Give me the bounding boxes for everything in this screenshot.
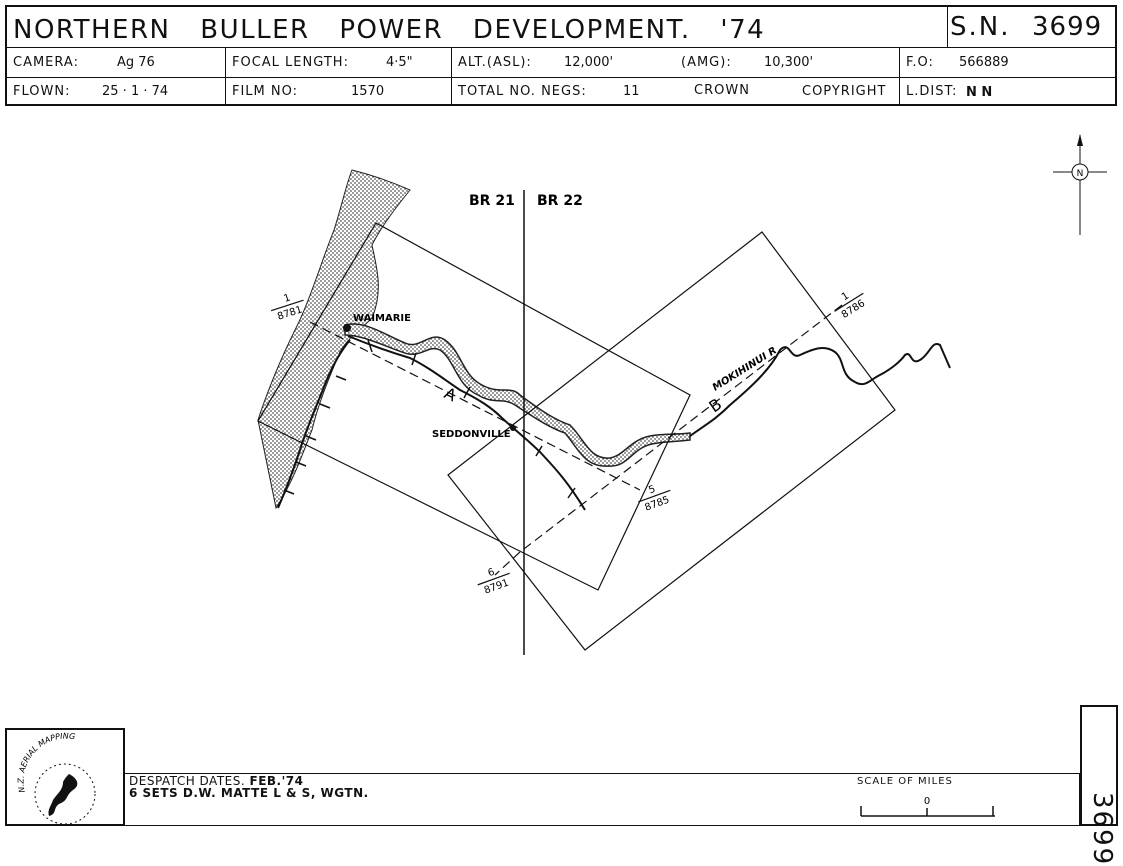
camera-cell: CAMERA: Ag 76 xyxy=(7,47,225,77)
ldist-value: N N xyxy=(966,85,993,100)
scale-title: SCALE OF MILES xyxy=(857,776,953,787)
flight-run-b xyxy=(494,304,843,576)
flown-cell: FLOWN: 25 · 1 · 74 xyxy=(7,77,225,106)
road-coast xyxy=(347,335,586,511)
frame-label-1-8786: 1 8786 xyxy=(834,290,867,321)
despatch-strip xyxy=(5,773,1080,826)
svg-text:N: N xyxy=(1077,169,1084,179)
frame-label-5-8785: 5 8785 xyxy=(638,484,671,514)
svg-text:8791: 8791 xyxy=(483,578,511,597)
flown-label: FLOWN: xyxy=(13,84,71,99)
focal-length-value: 4·5" xyxy=(386,55,413,70)
focal-length-label: FOCAL LENGTH: xyxy=(232,55,349,70)
sheet-label-br22: BR 22 xyxy=(537,193,583,209)
ldist-label: L.DIST: xyxy=(906,84,958,99)
altitude-asl-label: ALT.(ASL): xyxy=(458,55,532,70)
fo-label: F.O: xyxy=(906,55,934,70)
fo-value: 566889 xyxy=(959,55,1009,70)
film-value: 1570 xyxy=(351,84,385,99)
flight-plan-map: BR 21 BR 22 A B WAIMARIE SEDDONVILLE MOK… xyxy=(257,134,1107,655)
film-cell: FILM NO: 1570 xyxy=(225,77,452,106)
coastline-strip xyxy=(257,169,411,510)
company-logo: N.Z. AERIAL MAPPING xyxy=(5,728,125,826)
flight-run-a xyxy=(309,321,641,491)
svg-text:5: 5 xyxy=(647,484,657,497)
negs-label: TOTAL NO. NEGS: xyxy=(458,84,587,99)
despatch-dates-label: DESPATCH DATES. xyxy=(129,774,246,788)
altitude-asl-value: 12,000' xyxy=(564,55,614,70)
place-label-waimarie: WAIMARIE xyxy=(353,313,411,324)
mokihinui-river xyxy=(689,342,951,437)
svg-text:8785: 8785 xyxy=(643,495,671,514)
focal-length-cell: FOCAL LENGTH: 4·5" xyxy=(225,47,452,77)
flown-value: 25 · 1 · 74 xyxy=(102,84,169,99)
sheet-label-br21: BR 21 xyxy=(469,193,515,209)
ldist-cell: L.DIST: N N xyxy=(899,77,1115,106)
camera-row: CAMERA: Ag 76 FOCAL LENGTH: 4·5" ALT.(AS… xyxy=(7,47,1115,78)
copyright-text: COPYRIGHT xyxy=(802,84,887,99)
sortie-number-label: S.N. xyxy=(950,12,1011,42)
svg-text:1: 1 xyxy=(282,292,291,304)
flown-row: FLOWN: 25 · 1 · 74 FILM NO: 1570 TOTAL N… xyxy=(7,77,1115,106)
altitude-amg-value: 10,300' xyxy=(764,55,814,70)
sortie-number-cell: S.N. 3699 xyxy=(947,7,1115,47)
negs-value: 11 xyxy=(623,84,640,99)
sortie-number: 3699 xyxy=(1032,12,1103,42)
scale-bar: SCALE OF MILES 0 xyxy=(855,776,1005,824)
camera-label: CAMERA: xyxy=(13,55,79,70)
film-label: FILM NO: xyxy=(232,84,299,99)
crown-text: CROWN xyxy=(694,83,750,98)
railway-ticks xyxy=(283,339,576,499)
project-title-cell: NORTHERN BULLER POWER DEVELOPMENT. '74 xyxy=(7,7,947,47)
negs-cell: TOTAL NO. NEGS: 11 CROWN COPYRIGHT xyxy=(451,77,900,106)
photo-footprint-1-8781 xyxy=(257,222,691,591)
river-label: MOKIHINUI R xyxy=(711,345,779,393)
title-row: NORTHERN BULLER POWER DEVELOPMENT. '74 S… xyxy=(7,7,1115,48)
north-arrow-icon: N xyxy=(1053,134,1107,235)
svg-text:6: 6 xyxy=(487,567,497,580)
frame-label-6-8791: 6 8791 xyxy=(477,567,511,597)
despatch-sets-line: 6 SETS D.W. MATTE L & S, WGTN. xyxy=(129,786,369,800)
fo-cell: F.O: 566889 xyxy=(899,47,1115,77)
nz-aerial-mapping-logo-icon: N.Z. AERIAL MAPPING xyxy=(17,732,96,825)
title-block: NORTHERN BULLER POWER DEVELOPMENT. '74 S… xyxy=(5,5,1117,106)
place-label-seddonville: SEDDONVILLE xyxy=(432,429,511,440)
run-label-a: A xyxy=(441,383,459,405)
waimarie-point xyxy=(343,324,351,332)
altitude-amg-label: (AMG): xyxy=(681,55,732,70)
scale-graphic: 0 xyxy=(860,796,995,817)
svg-text:1: 1 xyxy=(840,290,851,303)
despatch-text: DESPATCH DATES. FEB.'74 6 SETS D.W. MATT… xyxy=(129,775,369,799)
altitude-cell: ALT.(ASL): 12,000' (AMG): 10,300' xyxy=(451,47,900,77)
river-estuary-band xyxy=(344,323,691,467)
project-title: NORTHERN BULLER POWER DEVELOPMENT. '74 xyxy=(13,15,766,45)
camera-value: Ag 76 xyxy=(117,55,155,70)
side-sortie-number: 3699 xyxy=(1087,792,1117,866)
scale-zero-label: 0 xyxy=(924,796,930,807)
despatch-dates-value: FEB.'74 xyxy=(249,774,304,788)
photo-footprint-1-8786 xyxy=(447,231,896,651)
railway-line xyxy=(277,339,351,509)
side-sortie-number-box: 3699 xyxy=(1080,705,1118,866)
